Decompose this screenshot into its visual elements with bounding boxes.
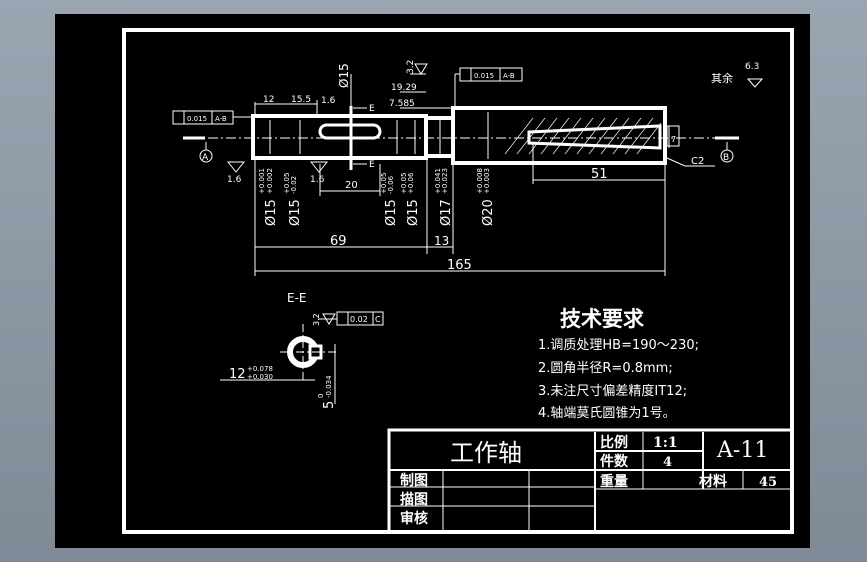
qty-label: 件数: [600, 453, 629, 470]
tol-phi17-up: +0.041: [434, 168, 442, 194]
tol-ref-left: A-B: [215, 115, 227, 123]
dim-69: 69: [330, 234, 347, 249]
roughness-6-3: 6.3: [745, 62, 759, 72]
dim-20: 20: [345, 180, 358, 191]
tol-phi15-2-up: +0.05: [283, 173, 291, 194]
tol-phi20-up: +0.008: [476, 168, 484, 194]
dim-phi15-top: Ø15: [337, 63, 351, 88]
datum-a-label: A: [202, 153, 209, 163]
tol-phi15-1-up: +0.001: [258, 168, 266, 194]
section-width-tol-lo: +0.030: [247, 373, 273, 381]
tol-phi15-4-lo: +0.06: [407, 172, 415, 194]
section-width: 12: [229, 367, 246, 382]
section-roughness: 3.2: [312, 313, 321, 326]
dim-phi17: Ø17: [439, 199, 454, 226]
chamfer-c2: C2: [691, 156, 704, 167]
dim-phi15-2: Ø15: [288, 199, 303, 226]
taper-bore: [527, 124, 662, 150]
dim-phi15-1: Ø15: [264, 199, 279, 226]
tol-value-left: 0.015: [187, 115, 207, 123]
section-depth: 5: [322, 401, 337, 409]
section-depth-tol-lo: -0.034: [325, 375, 333, 398]
rest-roughness-label: 其余: [711, 71, 733, 85]
drawn-label: 制图: [400, 472, 428, 489]
section-labels: E-E 3.2 0.02 C 12 +0.078 +0.030 5 0 -0.0…: [229, 291, 381, 409]
dim-15-5: 15.5: [291, 95, 311, 105]
shaft-outline: [251, 106, 667, 165]
tech-requirement-1: 1.调质处理HB=190～230;: [538, 338, 699, 353]
tech-requirement-4: 4.轴端莫氏圆锥为1号。: [538, 406, 676, 421]
roughness-3-2: 3.2: [406, 60, 416, 74]
dim-phi20: Ø20: [481, 199, 496, 226]
section-sym-ref: C: [375, 315, 381, 324]
dimension-labels: 12 15.5 1.6 19.29 7.585 Ø15 3.2 0.015 A-…: [187, 60, 759, 273]
scale-value: 1:1: [653, 435, 678, 451]
dim-7: 7: [671, 135, 676, 144]
tol-ref-top: A-B: [503, 72, 515, 80]
section-depth-tol-up: 0: [317, 394, 325, 398]
hatching: [504, 117, 662, 155]
dim-1-6-a: 1.6: [227, 175, 242, 185]
material-label: 材料: [699, 473, 727, 490]
section-mark-e-top: E: [369, 104, 375, 114]
tol-value-top: 0.015: [474, 72, 494, 80]
tol-phi15-3-lo: -0.06: [387, 175, 395, 194]
tol-phi15-1-lo: +0.002: [266, 168, 274, 194]
material-value: 45: [759, 475, 777, 490]
dim-1-6-top: 1.6: [321, 96, 336, 106]
dim-phi15-4: Ø15: [406, 199, 421, 226]
tol-phi17-lo: +0.023: [441, 168, 449, 194]
weight-label: 重量: [600, 473, 628, 490]
tol-phi20-lo: +0.003: [483, 168, 491, 194]
scale-label: 比例: [600, 434, 628, 451]
dim-19-29: 19.29: [391, 83, 417, 93]
tech-requirement-3: 3.未注尺寸偏差精度IT12;: [538, 384, 688, 399]
qty-value: 4: [663, 455, 672, 470]
dim-13: 13: [434, 234, 449, 248]
checked-label: 审核: [400, 510, 428, 527]
datum-b-label: B: [723, 153, 729, 163]
section-sym-tol: 0.02: [350, 315, 368, 324]
section-width-tol-up: +0.078: [247, 365, 273, 373]
part-name: 工作轴: [450, 439, 522, 467]
traced-label: 描图: [400, 491, 428, 508]
cad-drawing: 12 15.5 1.6 19.29 7.585 Ø15 3.2 0.015 A-…: [122, 28, 794, 534]
tech-requirements-title: 技术要求: [560, 307, 644, 331]
tol-phi15-2-lo: -0.02: [290, 176, 298, 194]
tech-requirement-2: 2.圆角半径R=0.8mm;: [538, 361, 673, 376]
dim-51: 51: [591, 167, 608, 182]
dim-12: 12: [263, 95, 274, 105]
section-mark-e-bottom: E: [369, 160, 375, 170]
drawing-number: A-11: [716, 438, 768, 463]
dim-phi15-3: Ø15: [384, 199, 399, 226]
tol-phi15-4-up: +0.05: [400, 173, 408, 194]
dim-7-585: 7.585: [389, 99, 415, 109]
title-block-grid: [387, 428, 794, 534]
drawing-sheet: 12 15.5 1.6 19.29 7.585 Ø15 3.2 0.015 A-…: [55, 14, 810, 548]
symmetry-frame: [336, 311, 384, 326]
tol-phi15-3-up: +0.05: [380, 173, 388, 194]
section-title: E-E: [287, 291, 307, 305]
dim-165: 165: [447, 258, 472, 273]
title-block-text: 工作轴 比例 1:1 A-11 件数 4 重量 材料 45 制图 描图 审核: [400, 434, 777, 527]
dim-1-6-b: 1.6: [310, 175, 325, 185]
